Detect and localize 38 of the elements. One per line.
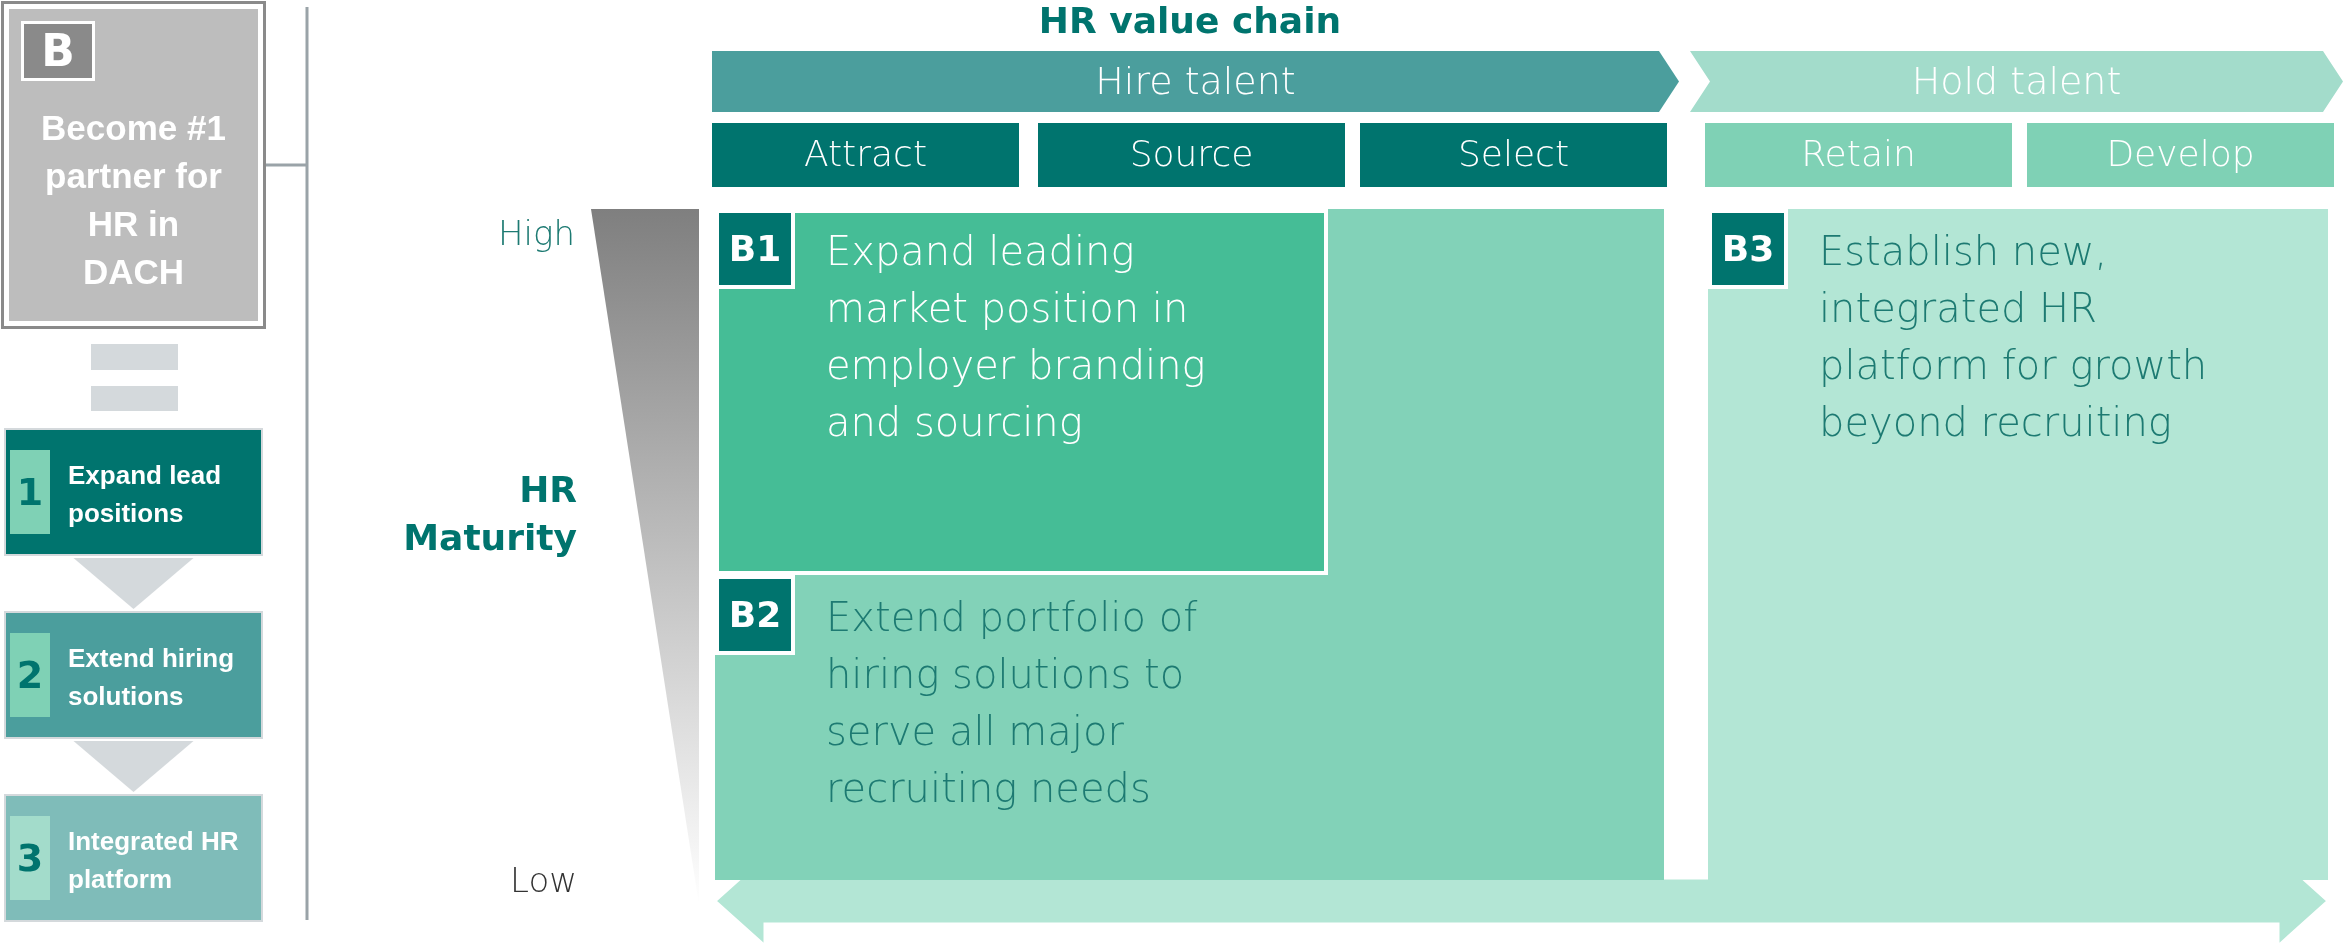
- step-text: Expand lead positions: [68, 459, 223, 530]
- stage-label: Hire talent: [1094, 59, 1297, 103]
- activity-label: Attract: [803, 133, 928, 174]
- axis-title: HR Maturity: [402, 468, 577, 560]
- initiative-text: Extend portfolio of hiring solutions to serve all major recruiting needs: [826, 593, 1199, 813]
- stage-label: Hold talent: [1910, 59, 2123, 103]
- activity-box: [712, 123, 1019, 187]
- step-number: 2: [10, 633, 50, 717]
- initiative-box: [1708, 209, 2328, 880]
- axis-label: Low: [509, 860, 577, 900]
- initiative-badge: B2: [715, 575, 795, 655]
- step-box: [4, 611, 263, 739]
- goal-text: Become #1 partner for HR in DACH: [40, 107, 227, 293]
- step-box: [4, 794, 263, 922]
- heading: HR value chain: [1037, 0, 1343, 41]
- activity-label: Select: [1456, 133, 1571, 174]
- initiative-badge: B3: [1708, 209, 1788, 289]
- initiative-text: Expand leading market position in employer branding and sourcing: [826, 227, 1207, 447]
- activity-label: Retain: [1800, 133, 1917, 174]
- letter-badge: B: [21, 21, 95, 81]
- activity-label: Develop: [2105, 133, 2256, 174]
- step-number: 3: [10, 816, 50, 900]
- activity-label: Source: [1128, 133, 1255, 174]
- activity-box: [1038, 123, 1345, 187]
- chevron-arrow: [73, 741, 194, 792]
- stage-band: [712, 51, 1679, 112]
- step-number: 1: [10, 450, 50, 534]
- axis-label: High: [497, 213, 575, 253]
- stage-band: [1690, 51, 2343, 112]
- step-text: Extend hiring solutions: [68, 642, 236, 713]
- chevron-arrow: [73, 558, 194, 609]
- step-text: Integrated HR platform: [68, 825, 240, 896]
- initiative-text: Establish new, integrated HR platform for growth beyond recruiting: [1819, 227, 2209, 447]
- activity-box: [1360, 123, 1667, 187]
- step-box: [4, 428, 263, 556]
- activity-box: [1705, 123, 2012, 187]
- activity-box: [2027, 123, 2334, 187]
- initiative-box: [715, 575, 1664, 880]
